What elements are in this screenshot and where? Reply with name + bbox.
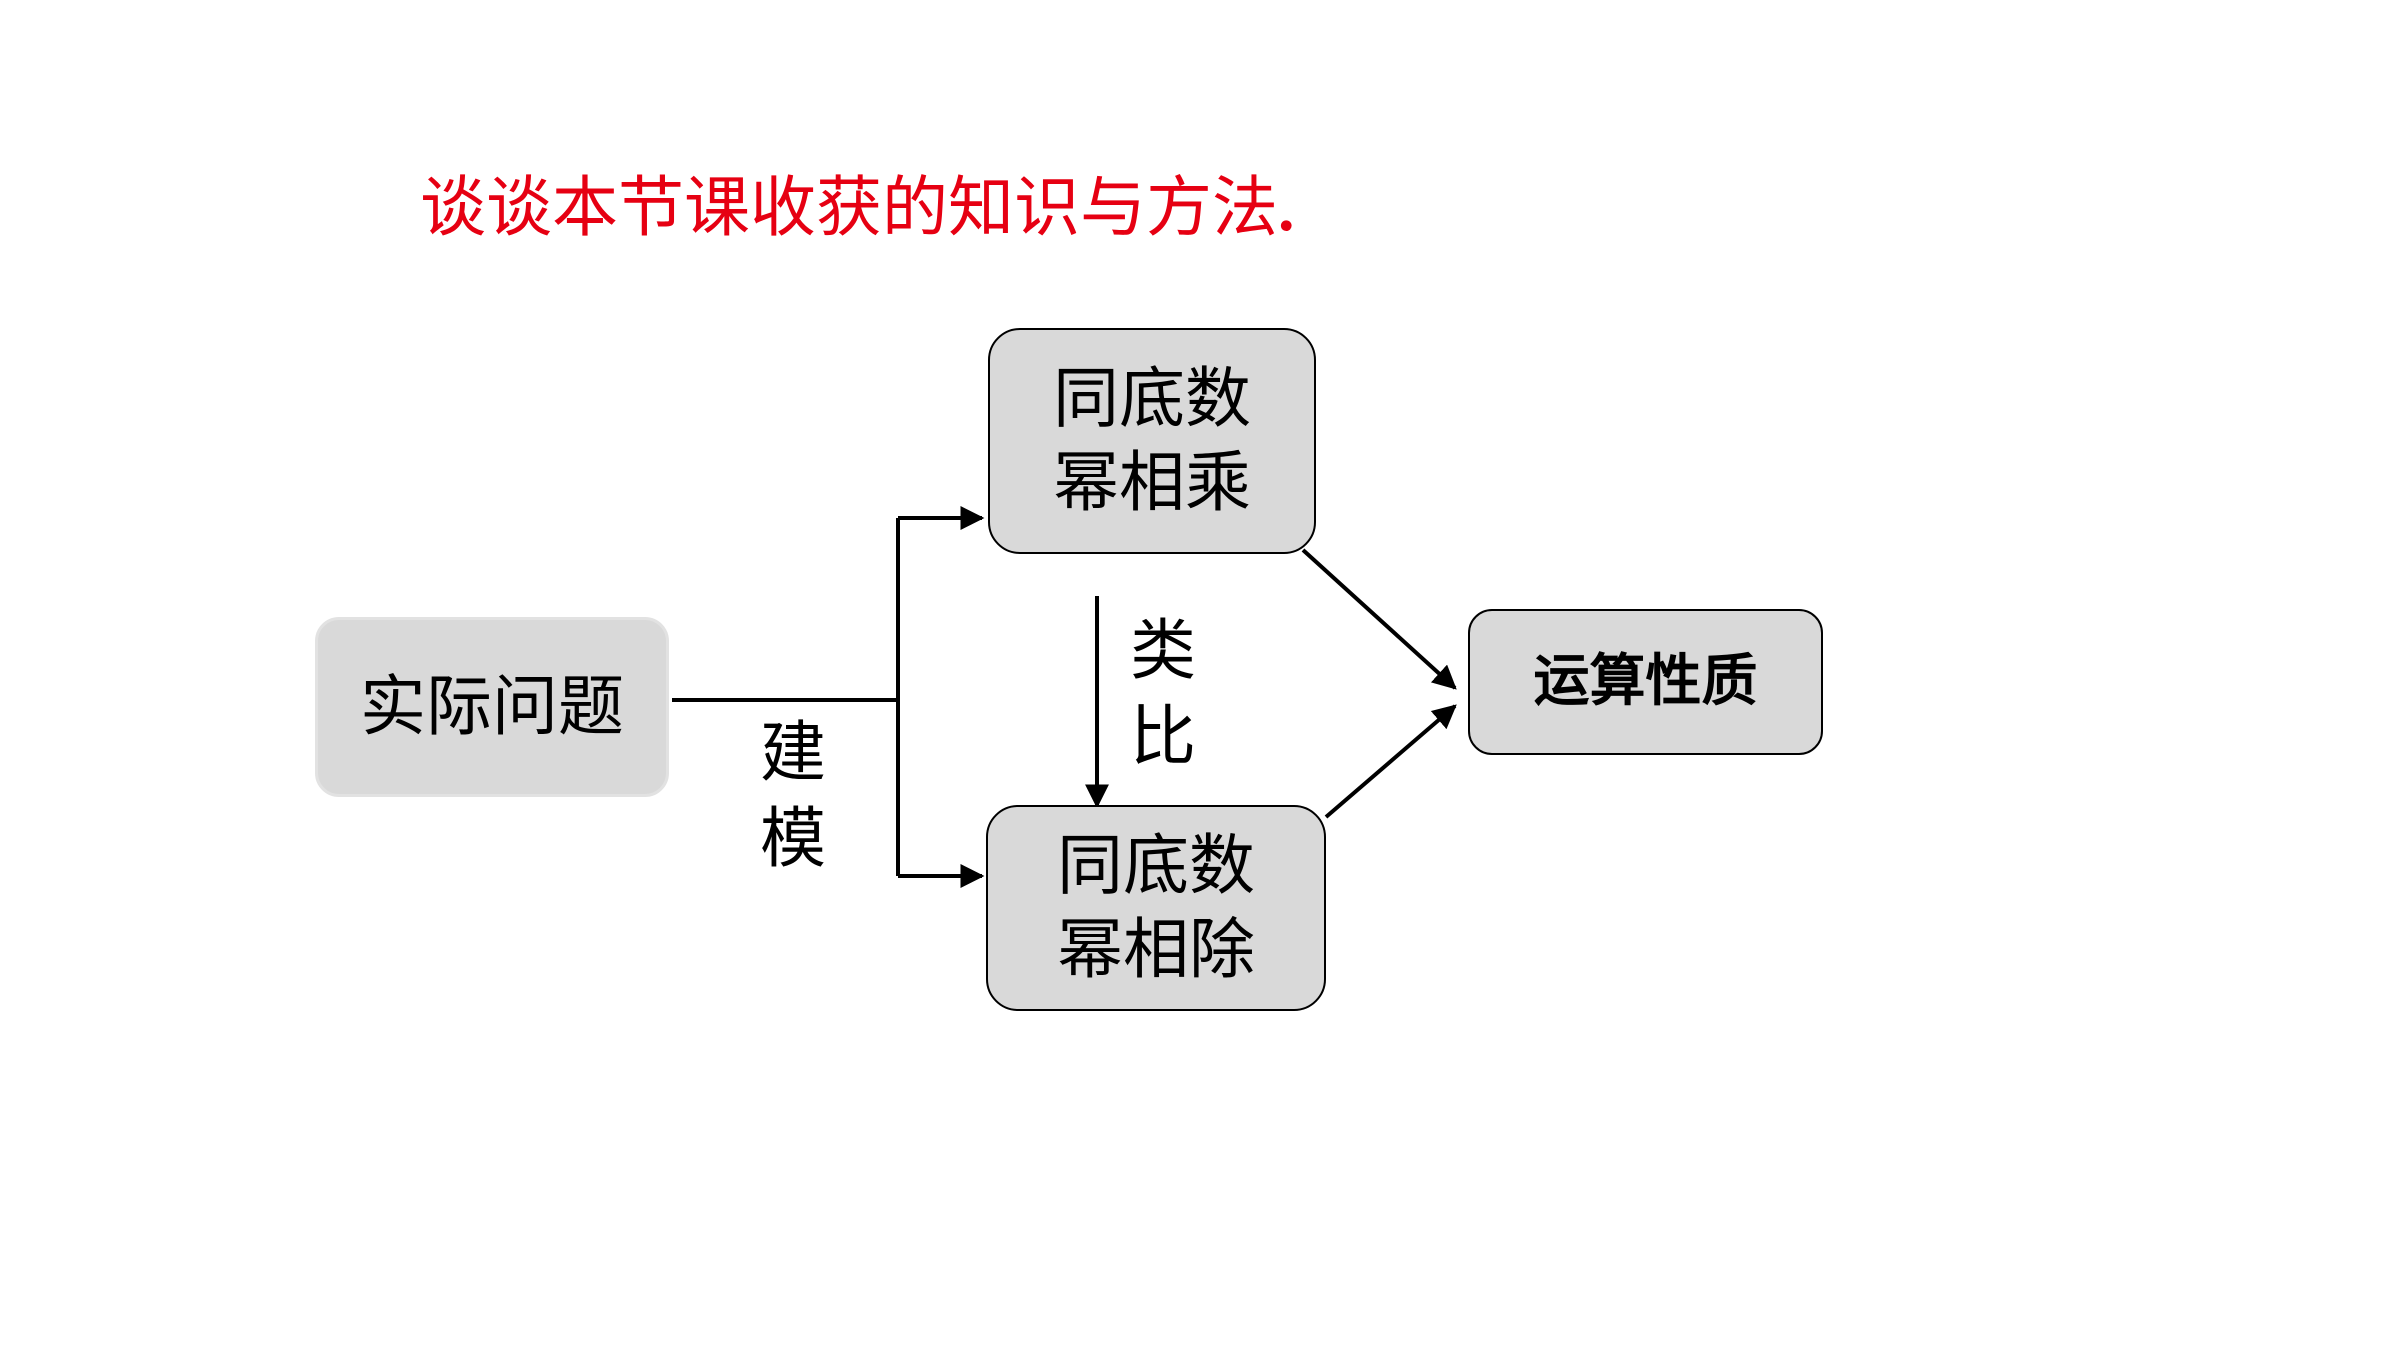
node-multiply-powers: 同底数 幂相乘 [988, 328, 1316, 554]
node-actual-problem: 实际问题 [315, 617, 669, 797]
edge-label-modeling-char2: 模 [760, 800, 826, 877]
node-multiply-line2: 幂相乘 [1053, 444, 1251, 521]
edge-label-analogy: 类 比 [1130, 608, 1196, 780]
edge-label-modeling-char1: 建 [760, 714, 826, 791]
node-divide-powers: 同底数 幂相除 [986, 805, 1326, 1011]
node-operation-properties-label: 运算性质 [1533, 649, 1758, 714]
title-text: 谈谈本节课收获的知识与方法 [420, 169, 1278, 246]
node-actual-problem-label: 实际问题 [360, 668, 624, 745]
title-period: . [1278, 172, 1295, 245]
edge-label-analogy-char1: 类 [1130, 612, 1196, 689]
node-divide-line2: 幂相除 [1057, 911, 1255, 988]
edge-label-modeling: 建 模 [760, 710, 826, 882]
arrow-multiply-to-result [1301, 548, 1457, 690]
edge-label-analogy-char2: 比 [1130, 698, 1196, 775]
arrow-divide-to-result [1324, 704, 1457, 819]
node-multiply-line1: 同底数 [1053, 360, 1251, 437]
node-operation-properties: 运算性质 [1468, 609, 1823, 755]
node-divide-line1: 同底数 [1057, 827, 1255, 904]
page-title: 谈谈本节课收获的知识与方法. [420, 168, 1295, 249]
